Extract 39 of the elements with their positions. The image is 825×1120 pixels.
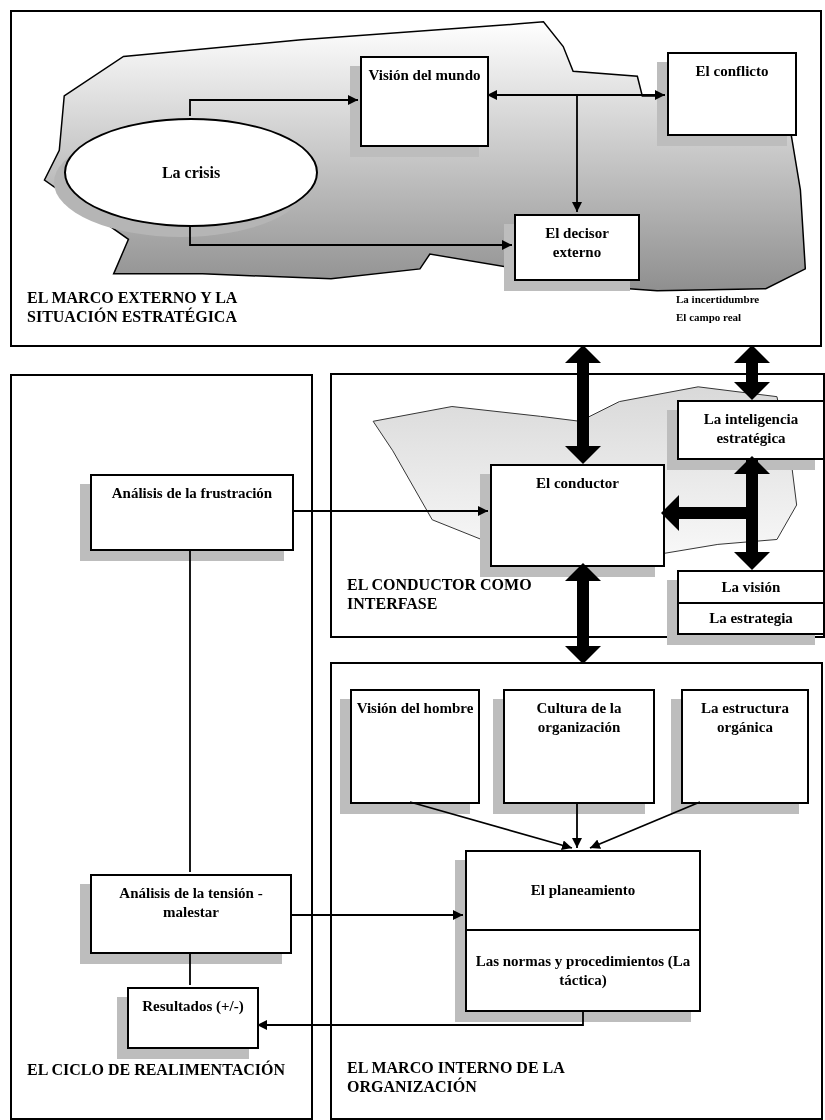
section-panel xyxy=(10,10,822,347)
note-text: La incertidumbre xyxy=(676,292,760,306)
node-label: El conflicto xyxy=(695,62,769,81)
thick-arrow xyxy=(734,456,770,570)
node-label: Cultura de la organización xyxy=(535,699,623,737)
arrow xyxy=(589,801,701,849)
arrow xyxy=(189,95,359,117)
thick-arrow xyxy=(565,563,601,664)
node-label: Resultados (+/-) xyxy=(142,997,244,1016)
node-label: La estrategia xyxy=(709,609,793,628)
thick-arrow xyxy=(661,458,758,531)
arrow xyxy=(291,506,489,516)
node-label: La crisis xyxy=(161,162,221,183)
arrow xyxy=(572,94,666,213)
node-label: Análisis de la frustración xyxy=(111,484,273,503)
node-label: La inteligencia estratégica xyxy=(702,410,800,448)
node-label: Las normas y procedimientos (La táctica) xyxy=(474,951,692,990)
thick-arrow xyxy=(565,345,601,464)
node-label: Visión del mundo xyxy=(368,66,481,85)
panel-heading: EL MARCO EXTERNO Y LA SITUACIÓN ESTRATÉGICA xyxy=(27,288,238,326)
section-panel xyxy=(10,374,313,1120)
node-label: La visión xyxy=(721,577,781,597)
note-text: El campo real xyxy=(676,310,742,324)
panel-heading: EL MARCO INTERNO DE LA ORGANIZACIÓN xyxy=(347,1058,566,1096)
arrow xyxy=(289,910,464,920)
node-label: El conductor xyxy=(536,474,619,493)
panel-heading: EL CICLO DE REALIMENTACIÓN xyxy=(27,1060,286,1079)
node-label: Análisis de la tensión - malestar xyxy=(118,884,264,922)
node-label: Visión del hombre xyxy=(356,699,474,718)
arrow xyxy=(256,1009,584,1030)
arrow xyxy=(189,224,513,250)
node-label: El planeamiento xyxy=(530,881,636,900)
node-label: El decisor externo xyxy=(544,224,610,262)
thick-arrow xyxy=(734,345,770,400)
panel-heading: EL CONDUCTOR COMO INTERFASE xyxy=(347,575,533,613)
arrow xyxy=(572,801,582,849)
section-panel xyxy=(330,662,823,1120)
node-label: La estructura orgánica xyxy=(700,699,790,737)
arrow xyxy=(409,801,573,851)
